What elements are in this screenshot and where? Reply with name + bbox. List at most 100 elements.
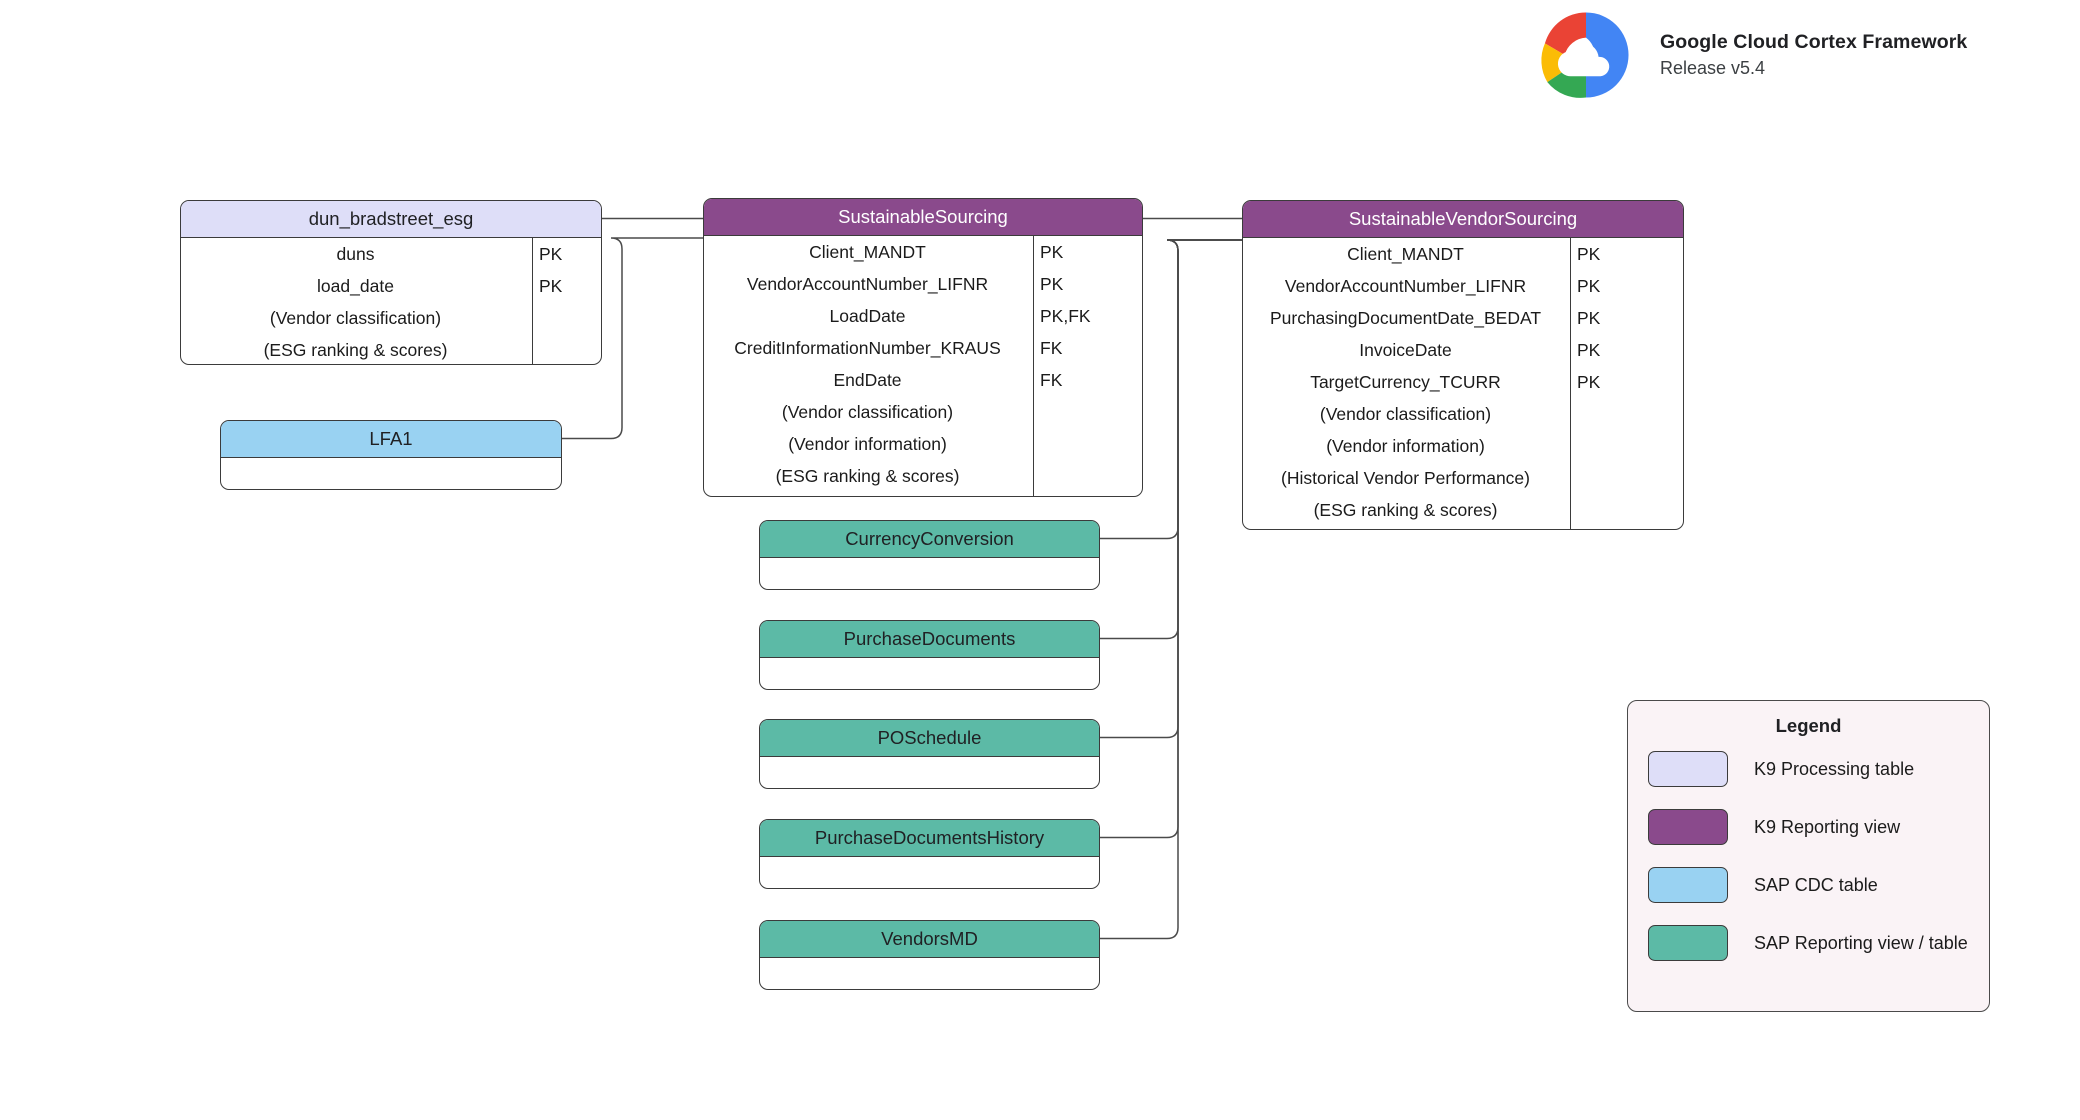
legend-label: SAP Reporting view / table	[1754, 932, 1968, 953]
google-cloud-logo-icon	[1541, 12, 1629, 98]
field-row: LoadDate PK,FK	[704, 300, 1142, 332]
field-key: PK	[539, 243, 563, 264]
field-row: (Historical Vendor Performance)	[1243, 462, 1683, 494]
entity-title: LFA1	[221, 421, 561, 458]
field-key: FK	[1040, 337, 1063, 358]
field-row: (ESG ranking & scores)	[181, 334, 601, 364]
field-name: VendorAccountNumber_LIFNR	[746, 273, 989, 294]
field-name: InvoiceDate	[1359, 339, 1452, 360]
key-column-divider	[1033, 236, 1035, 496]
field-key: PK	[539, 275, 563, 296]
field-name: (ESG ranking & scores)	[1313, 499, 1498, 520]
field-name: TargetCurrency_TCURR	[1310, 371, 1501, 392]
field-row: (Vendor classification)	[181, 302, 601, 334]
entity-PurchaseDocuments[interactable]: PurchaseDocuments	[759, 620, 1100, 690]
entity-fields	[760, 757, 1099, 788]
field-key: PK	[1040, 273, 1064, 294]
entity-fields	[760, 558, 1099, 589]
connector	[562, 237, 703, 440]
field-name: duns	[336, 243, 375, 264]
field-name: Client_MANDT	[1347, 243, 1464, 264]
entity-POSchedule[interactable]: POSchedule	[759, 719, 1100, 789]
entity-fields	[760, 857, 1099, 888]
field-key: PK,FK	[1040, 305, 1091, 326]
field-name: VendorAccountNumber_LIFNR	[1284, 275, 1527, 296]
field-name: (Vendor information)	[1326, 435, 1485, 456]
field-key: PK	[1577, 307, 1601, 328]
entity-fields	[760, 658, 1099, 689]
field-row: (Vendor classification)	[704, 396, 1142, 428]
field-row: (Vendor information)	[1243, 430, 1683, 462]
entity-title: PurchaseDocumentsHistory	[760, 820, 1099, 857]
field-name: Client_MANDT	[809, 241, 926, 262]
field-name: (Vendor classification)	[781, 401, 954, 422]
legend-swatch	[1648, 809, 1728, 845]
legend-panel: Legend K9 Processing table K9 Reporting vi…	[1627, 700, 1990, 1012]
field-name: load_date	[317, 275, 394, 296]
entity-fields	[221, 458, 561, 489]
field-name: EndDate	[833, 369, 902, 390]
field-row: Client_MANDT PK	[704, 236, 1142, 268]
key-column-divider	[532, 238, 534, 364]
entity-title: SustainableVendorSourcing	[1243, 201, 1683, 238]
brand-release: Release v5.4	[1660, 57, 1766, 78]
entity-fields: Client_MANDT PK VendorAccountNumber_LIFNR P…	[704, 236, 1142, 496]
field-key: PK	[1577, 371, 1601, 392]
entity-title: SustainableSourcing	[704, 199, 1142, 236]
field-row: InvoiceDate PK	[1243, 334, 1683, 366]
legend-label: K9 Processing table	[1754, 758, 1915, 779]
entity-title: POSchedule	[760, 720, 1099, 757]
field-name: (Vendor information)	[788, 433, 947, 454]
entity-CurrencyConversion[interactable]: CurrencyConversion	[759, 520, 1100, 590]
entity-title: CurrencyConversion	[760, 521, 1099, 558]
field-row: (Vendor information)	[704, 428, 1142, 460]
field-name: PurchasingDocumentDate_BEDAT	[1269, 307, 1542, 328]
field-rows: Client_MANDT PK VendorAccountNumber_LIFNR P…	[704, 236, 1142, 492]
legend-title: Legend	[1775, 715, 1842, 736]
legend-item: SAP CDC table	[1628, 867, 1989, 903]
legend-item: K9 Processing table	[1628, 751, 1989, 787]
field-key: PK	[1040, 241, 1064, 262]
field-row: (ESG ranking & scores)	[704, 460, 1142, 492]
entity-title: dun_bradstreet_esg	[181, 201, 601, 238]
field-row: duns PK	[181, 238, 601, 270]
field-name: (ESG ranking & scores)	[775, 465, 960, 486]
legend-item: K9 Reporting view	[1628, 809, 1989, 845]
legend-swatch	[1648, 751, 1728, 787]
field-row: PurchasingDocumentDate_BEDAT PK	[1243, 302, 1683, 334]
field-row: TargetCurrency_TCURR PK	[1243, 366, 1683, 398]
field-name: (Vendor classification)	[269, 307, 442, 328]
legend-swatch	[1648, 867, 1728, 903]
legend-label: K9 Reporting view	[1754, 816, 1901, 837]
field-row: VendorAccountNumber_LIFNR PK	[704, 268, 1142, 300]
field-row: (Vendor classification)	[1243, 398, 1683, 430]
brand-title: Google Cloud Cortex Framework	[1660, 30, 1968, 53]
field-row: VendorAccountNumber_LIFNR PK	[1243, 270, 1683, 302]
legend-swatch	[1648, 925, 1728, 961]
entity-PurchaseDocumentsHistory[interactable]: PurchaseDocumentsHistory	[759, 819, 1100, 889]
field-row: EndDate FK	[704, 364, 1142, 396]
field-key: FK	[1040, 369, 1063, 390]
field-name: (ESG ranking & scores)	[263, 339, 448, 360]
entity-LFA1[interactable]: LFA1	[220, 420, 562, 490]
entity-title: VendorsMD	[760, 921, 1099, 958]
field-key: PK	[1577, 339, 1601, 360]
field-key: PK	[1577, 275, 1601, 296]
entity-fields	[760, 958, 1099, 989]
field-row: load_date PK	[181, 270, 601, 302]
entity-VendorsMD[interactable]: VendorsMD	[759, 920, 1100, 990]
field-name: LoadDate	[829, 305, 906, 326]
legend-item: SAP Reporting view / table	[1628, 925, 1989, 961]
field-name: (Historical Vendor Performance)	[1281, 467, 1530, 488]
key-column-divider	[1570, 238, 1572, 529]
